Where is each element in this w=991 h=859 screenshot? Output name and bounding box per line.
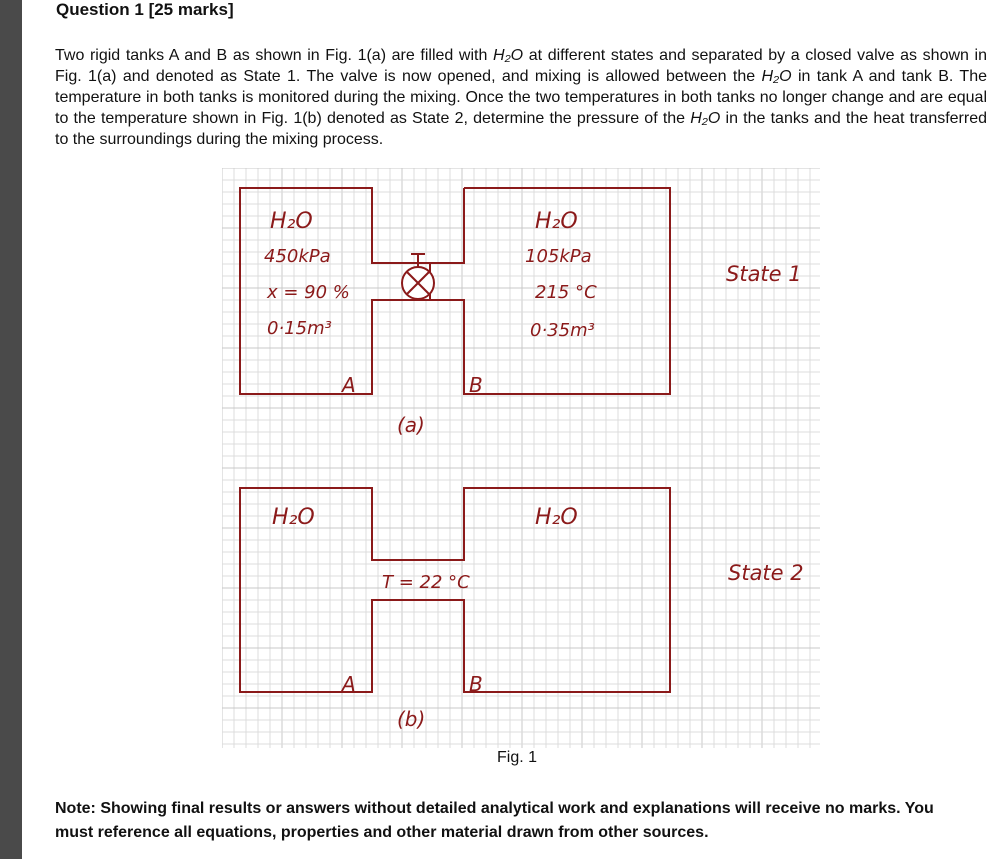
state2-tank-b-line-1: H₂O: [535, 505, 578, 530]
chemical-formula: H₂O: [493, 47, 524, 64]
state2-tank-b-letter: B: [469, 672, 483, 696]
graph-paper-grid: [221, 167, 820, 748]
state2-temperature: T = 22 °C: [382, 572, 470, 593]
state1-sub-label: (a): [397, 413, 425, 437]
state2-tank-a-letter: A: [340, 672, 356, 696]
state1-tank-b-letter: B: [469, 373, 483, 397]
state1-tank-b-line-4: 0·35m³: [530, 320, 595, 341]
state2-tank-a-outline: [239, 487, 671, 693]
figure-1: H₂O 450kPa x = 90 % 0·15m³ A H₂O 105kPa …: [221, 167, 820, 748]
problem-text-segment: in the tanks and the heat transferred to…: [55, 110, 988, 148]
state1-tank-b-line-2: 105kPa: [525, 246, 592, 267]
state1-tank-a-line-1: H₂O: [270, 209, 313, 234]
problem-text-segment: Two rigid tanks A and B as shown in Fig.…: [55, 47, 494, 64]
state1-tank-a-line-2: 450kPa: [264, 246, 331, 267]
figure-1-drawing: H₂O 450kPa x = 90 % 0·15m³ A H₂O 105kPa …: [221, 167, 820, 748]
left-sidebar-strip: [0, 0, 22, 859]
state1-tank-b-line-3: 215 °C: [535, 282, 597, 303]
problem-text-segment: in tank A and tank B. The temperature in…: [55, 68, 988, 127]
state1-tank-a-line-4: 0·15m³: [267, 318, 332, 339]
closed-valve-icon: [401, 253, 435, 300]
chemical-formula: H₂O: [761, 68, 792, 85]
state1-tank-b-line-1: H₂O: [535, 209, 578, 234]
marking-note: Note: Showing final results or answers w…: [55, 800, 934, 841]
state1-tank-b-outline: [430, 187, 671, 395]
state1-tank-a-line-3: x = 90 %: [266, 282, 350, 303]
state2-sub-label: (b): [397, 707, 425, 731]
state2-tank-a-line-1: H₂O: [272, 505, 315, 530]
problem-statement: Two rigid tanks A and B as shown in Fig.…: [55, 45, 987, 150]
problem-text-segment: at different states and separated by a c…: [55, 47, 987, 85]
state2-label: State 2: [728, 561, 804, 585]
figure-caption: Fig. 1: [497, 749, 538, 766]
state1-label: State 1: [726, 262, 802, 286]
question-heading: Question 1 [25 marks]: [56, 0, 234, 19]
state1-tank-a-letter: A: [340, 373, 356, 397]
chemical-formula: H₂O: [690, 110, 721, 127]
